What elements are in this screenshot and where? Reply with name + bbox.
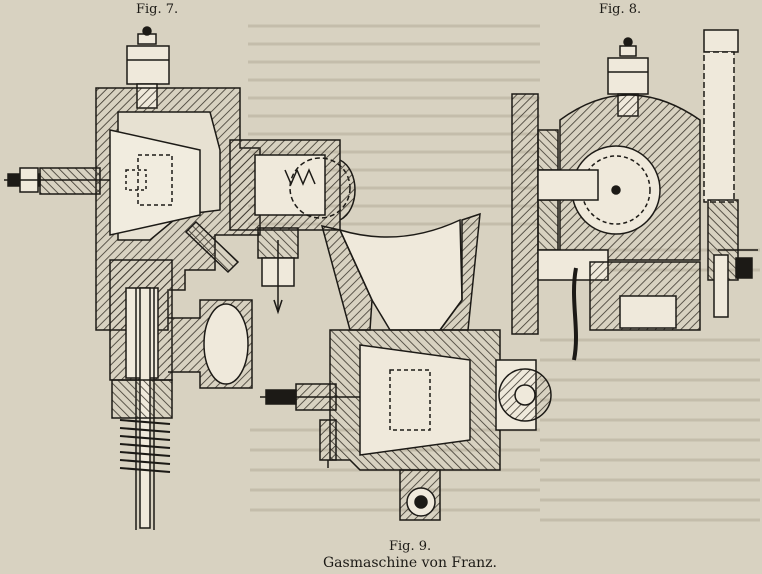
fig7-title: Fig. 7. [136, 2, 179, 17]
fig9-drawing [260, 212, 552, 521]
fig8-title: Fig. 8. [599, 2, 642, 17]
fig8-drawing [511, 29, 758, 361]
fig9-title: Fig. 9. [389, 539, 432, 554]
fig7-drawing [4, 26, 356, 530]
figure-caption: Gasmaschine von Franz. [323, 555, 498, 571]
